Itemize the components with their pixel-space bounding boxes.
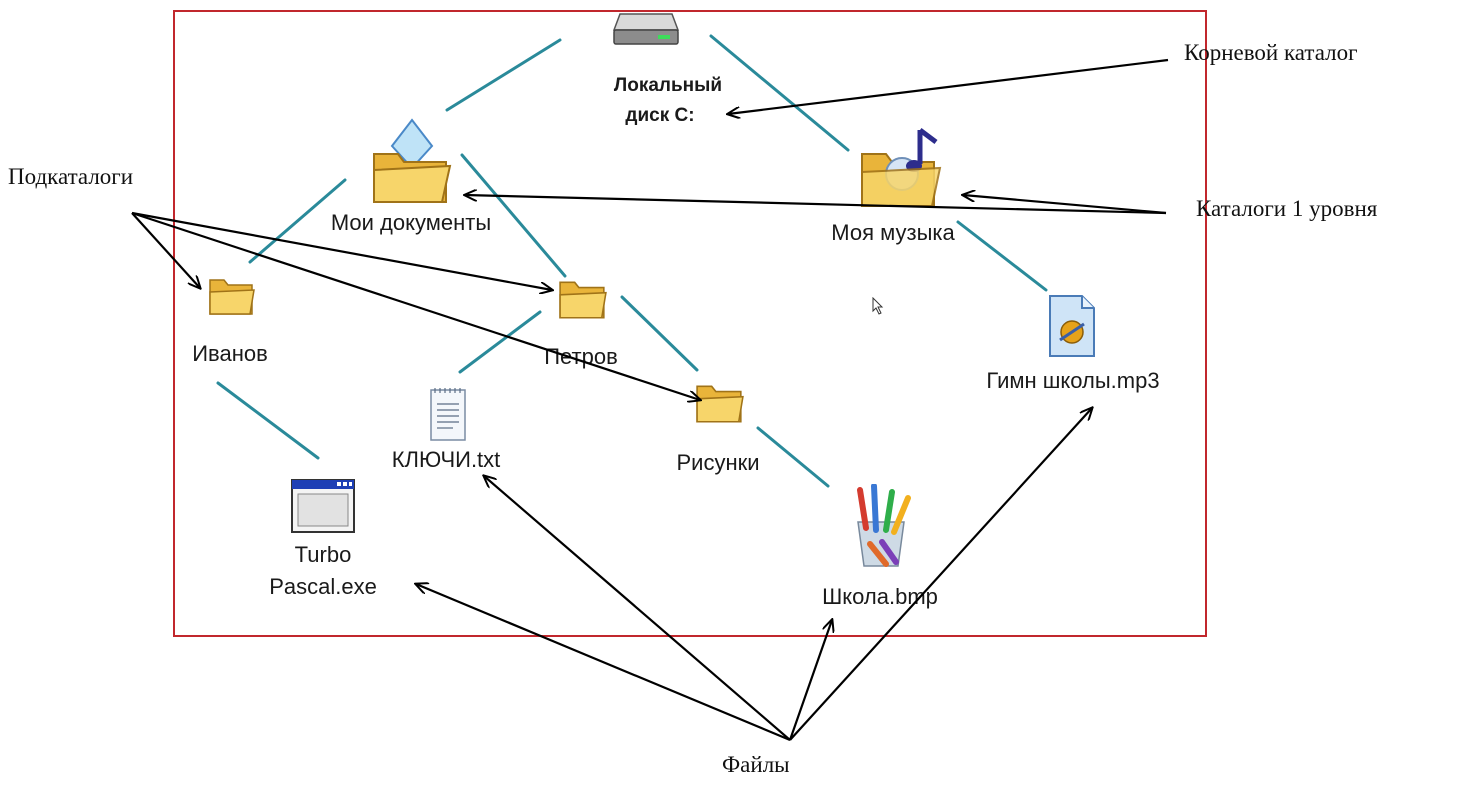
annotation-subcatalogs: Подкаталоги [8, 164, 134, 189]
my-music-label: Моя музыка [831, 220, 955, 245]
arrow-file-anthem [789, 408, 1092, 741]
turbo-label-line2: Pascal.exe [269, 574, 377, 599]
edge-root-documents [445, 38, 562, 112]
arrow-root [728, 58, 1169, 114]
arrow-file-turbo [416, 584, 791, 742]
documents-folder-icon [373, 118, 452, 203]
edge-pictures-school [756, 426, 830, 488]
arrow-level1-music [963, 195, 1167, 215]
my-documents-label: Мои документы [330, 210, 492, 235]
music-folder-icon [861, 128, 942, 207]
anthem-mp3-label: Гимн школы.mp3 [986, 368, 1160, 393]
pictures-label: Рисунки [676, 450, 760, 475]
edge-music-anthem [956, 220, 1048, 292]
edge-petrov-keys [458, 310, 542, 374]
audio-file-icon [1049, 295, 1095, 357]
root-label-line1: Локальный [613, 75, 723, 96]
arrow-file-school [788, 620, 832, 741]
arrow-level1-documents [465, 195, 1167, 215]
edge-root-music [709, 34, 850, 152]
annotation-files: Файлы [722, 752, 790, 777]
keys-txt-label: КЛЮЧИ.txt [391, 447, 501, 472]
annotation-root-catalog: Корневой каталог [1184, 40, 1358, 65]
paint-brushes-icon [857, 484, 911, 567]
petrov-label: Петров [544, 344, 618, 369]
arrow-sub-petrov [131, 211, 552, 290]
annotation-level1-catalogs: Каталоги 1 уровня [1196, 196, 1378, 221]
turbo-label-line1: Turbo [294, 542, 352, 567]
arrow-file-keys [484, 476, 791, 741]
root-label-line2: диск C: [625, 105, 695, 126]
folder-icon [209, 279, 255, 315]
text-file-icon [430, 388, 466, 441]
arrow-sub-pictures [131, 211, 700, 400]
ivanov-label: Иванов [192, 341, 268, 366]
edge-documents-ivanov [248, 178, 347, 264]
cursor-icon [872, 297, 884, 315]
hard-drive-icon [612, 13, 680, 45]
edge-documents-petrov [460, 153, 567, 278]
folder-icon [696, 385, 744, 423]
edge-petrov-pictures [620, 295, 699, 372]
exe-window-icon [291, 479, 355, 533]
arrow-sub-ivanov [131, 212, 200, 288]
school-bmp-label: Школа.bmp [822, 584, 938, 609]
edge-ivanov-turbo [216, 381, 320, 460]
folder-icon [559, 281, 607, 319]
